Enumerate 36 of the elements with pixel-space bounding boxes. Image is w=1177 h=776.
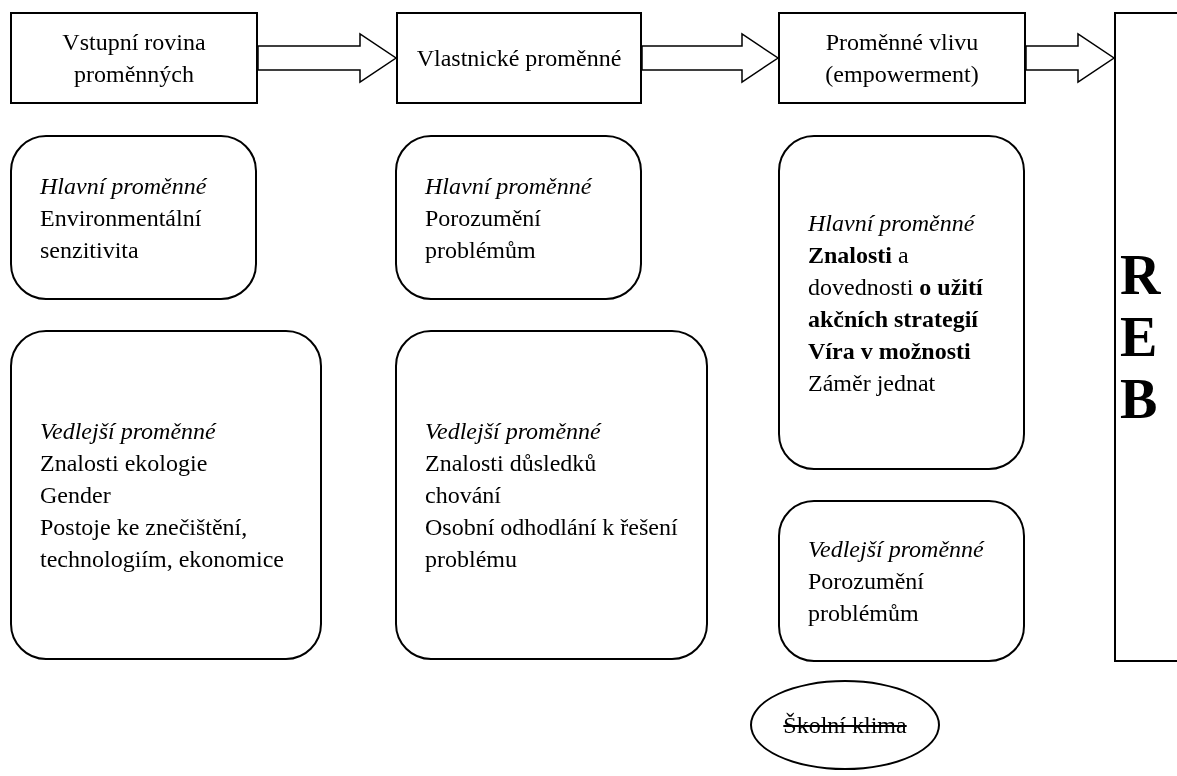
variable-item: Porozumění problémům bbox=[808, 567, 925, 628]
variable-item: Znalosti důsledků chování bbox=[425, 449, 598, 510]
variable-box bbox=[10, 135, 257, 300]
variable-item: Environmentální senzitivita bbox=[40, 203, 203, 265]
stage-box bbox=[10, 12, 258, 104]
variable-item: Postoje ke znečištění, technologiím, ekonomice bbox=[40, 513, 285, 574]
stage-label: Vlastnické proměnné bbox=[416, 44, 622, 73]
stage-box bbox=[396, 12, 642, 104]
outcome-letter: B bbox=[1120, 368, 1158, 430]
variable-box bbox=[778, 135, 1025, 470]
variable-box bbox=[395, 330, 708, 660]
box-heading: Vedlejší proměnné bbox=[425, 417, 603, 446]
variable-item: Znalosti ekologie bbox=[40, 449, 209, 478]
block-arrow bbox=[1025, 32, 1116, 84]
stage-label: Vstupní rovina proměnných bbox=[61, 28, 207, 89]
variable-item: Znalosti a dovednosti o užití akčních strategií bbox=[808, 240, 984, 334]
outcome-letter: E bbox=[1120, 306, 1158, 368]
factor-label: Školní klima bbox=[783, 711, 907, 740]
variable-box bbox=[395, 135, 642, 300]
block-arrow bbox=[641, 32, 780, 84]
variable-box bbox=[778, 500, 1025, 662]
variable-item: Porozumění problémům bbox=[425, 203, 542, 265]
box-heading: Hlavní proměnné bbox=[425, 171, 593, 201]
variable-item: Gender bbox=[40, 481, 112, 510]
variable-item: Osobní odhodlání k řešení problému bbox=[425, 513, 678, 574]
stage-box bbox=[778, 12, 1026, 104]
box-heading: Vedlejší proměnné bbox=[808, 535, 986, 564]
box-heading: Hlavní proměnné bbox=[40, 171, 208, 201]
variable-item: Víra v možnosti bbox=[808, 336, 972, 366]
variable-item: Záměr jednat bbox=[808, 368, 937, 398]
box-heading: Vedlejší proměnné bbox=[40, 417, 218, 446]
stage-label: Proměnné vlivu (empowerment) bbox=[824, 28, 980, 89]
variable-box bbox=[10, 330, 322, 660]
block-arrow bbox=[257, 32, 398, 84]
box-heading: Hlavní proměnné bbox=[808, 208, 976, 238]
outcome-letter: R bbox=[1120, 244, 1161, 306]
